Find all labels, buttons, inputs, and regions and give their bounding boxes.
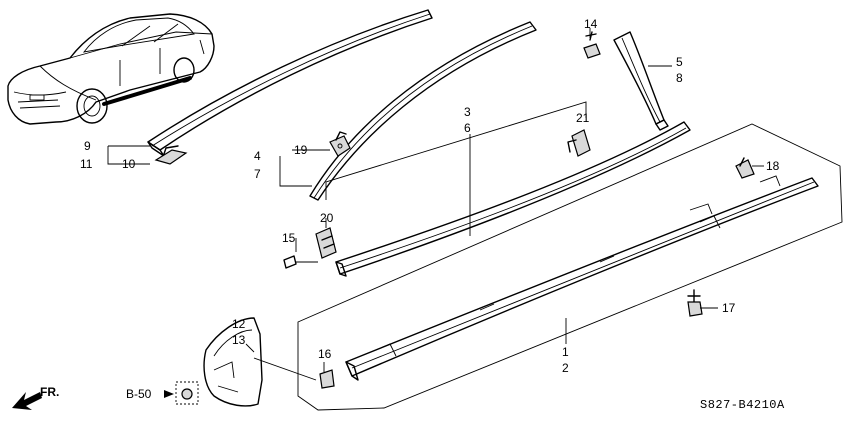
label-2: 2 [562, 361, 569, 375]
leader-lines [245, 28, 764, 372]
label-9: 9 [84, 139, 91, 153]
b50-clip-part [164, 381, 199, 405]
label-5: 5 [676, 55, 683, 69]
b50-reference: B-50 [126, 387, 152, 401]
drip-molding-part [309, 21, 537, 201]
label-1: 1 [562, 345, 569, 359]
label-8: 8 [676, 71, 683, 85]
label-20: 20 [320, 211, 334, 225]
label-12: 12 [232, 317, 246, 331]
screw-15-part [283, 255, 318, 269]
label-16: 16 [318, 347, 332, 361]
side-sill-garnish-part [297, 123, 843, 411]
clip-21-part [567, 129, 591, 157]
label-6: 6 [464, 121, 471, 135]
part-number-labels: 9 11 10 14 5 8 3 6 21 19 4 7 18 20 15 17… [40, 17, 785, 412]
clip-18-part [735, 157, 755, 179]
car-illustration [7, 13, 215, 125]
label-18: 18 [766, 159, 780, 173]
label-13: 13 [232, 333, 246, 347]
label-4: 4 [254, 149, 261, 163]
label-14: 14 [584, 17, 598, 31]
label-3: 3 [464, 105, 471, 119]
leader-3-6 [325, 101, 587, 236]
front-direction-label: FR. [40, 385, 59, 399]
bolt-17-part [687, 289, 703, 317]
front-direction-arrow [12, 392, 42, 410]
clip-10-part [154, 145, 188, 165]
mud-guard-part [203, 317, 317, 407]
leader-9-11 [107, 145, 150, 165]
clip-14-part [583, 31, 601, 59]
label-15: 15 [282, 231, 296, 245]
label-7: 7 [254, 167, 261, 181]
leader-4-7 [279, 149, 330, 187]
label-19: 19 [294, 143, 308, 157]
sill-molding-part [335, 121, 691, 277]
label-17: 17 [722, 301, 736, 315]
roof-molding-part [147, 9, 433, 157]
label-21: 21 [576, 111, 590, 125]
label-10: 10 [122, 157, 136, 171]
clip-16-part [319, 369, 335, 389]
clip-20-part [315, 227, 337, 259]
clip-19-part [329, 131, 351, 157]
diagram-code: S827-B4210A [700, 398, 785, 412]
label-11: 11 [80, 157, 93, 171]
pillar-molding-part [613, 31, 669, 131]
